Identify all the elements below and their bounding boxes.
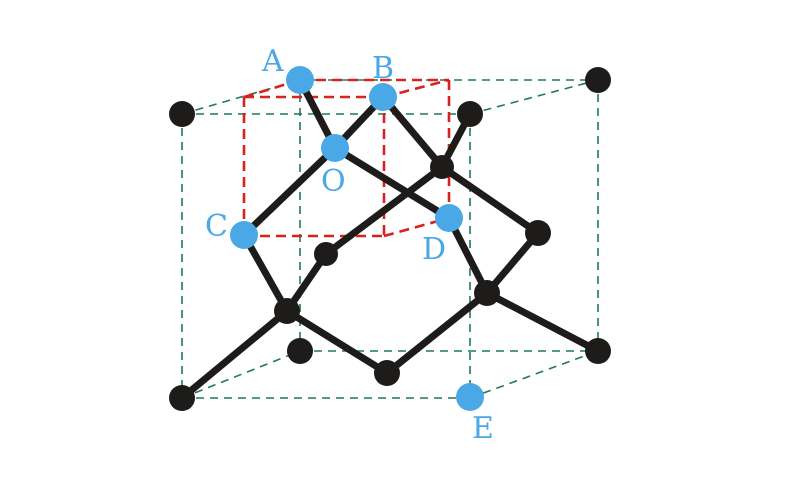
label-d: D [422, 232, 446, 267]
bond [240, 144, 339, 239]
bond [483, 289, 602, 355]
label-b: B [372, 51, 394, 86]
atom-black [585, 338, 611, 364]
atom-black [169, 385, 195, 411]
cube-edge [469, 350, 599, 399]
atom-black [525, 220, 551, 246]
atom-c [230, 221, 258, 249]
atom-b [369, 83, 397, 111]
bond [240, 231, 291, 315]
atom-black [457, 101, 483, 127]
atom-a [286, 66, 314, 94]
black-atoms [169, 67, 611, 411]
bond [322, 163, 446, 258]
bond [483, 229, 542, 297]
bond [178, 307, 291, 402]
cube-edge [469, 79, 599, 115]
small-cube-edge [383, 78, 450, 99]
atom-e [456, 383, 484, 411]
atom-black [287, 338, 313, 364]
bond [283, 307, 391, 377]
blue-atoms [230, 66, 484, 411]
label-o: O [321, 164, 346, 199]
bond [331, 144, 453, 222]
label-e: E [472, 411, 494, 446]
atom-black [314, 242, 338, 266]
atom-black [374, 360, 400, 386]
atom-labels: A B O C D E [205, 44, 494, 446]
atom-black [474, 280, 500, 306]
atom-d [435, 204, 463, 232]
atom-o [321, 134, 349, 162]
bonds [178, 76, 602, 402]
bond [383, 289, 491, 377]
atom-black [169, 101, 195, 127]
bond [379, 93, 446, 171]
atom-black [274, 298, 300, 324]
cube-edge [181, 350, 301, 399]
atom-black [430, 155, 454, 179]
label-c: C [205, 209, 228, 244]
label-a: A [261, 44, 284, 79]
bond [438, 163, 542, 237]
atom-black [585, 67, 611, 93]
bond [445, 214, 491, 297]
